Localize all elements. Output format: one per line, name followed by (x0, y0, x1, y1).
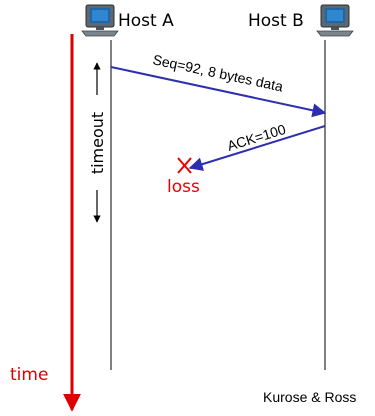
computer-icon-host-a (81, 4, 119, 37)
ack-message-label: ACK=100 (225, 121, 288, 154)
host-b-label: Host B (248, 11, 304, 31)
loss-x-icon (177, 157, 192, 174)
seq-message-label: Seq=92, 8 bytes data (151, 51, 284, 94)
timeout-label: timeout (88, 112, 107, 174)
seq-message-arrow (110, 66, 327, 118)
credit-label: Kurose & Ross (263, 389, 356, 405)
host-a-label: Host A (118, 11, 174, 31)
ack-message-arrow (188, 125, 326, 171)
loss-label: loss (167, 177, 200, 197)
computer-icon-host-b (316, 4, 354, 37)
time-label: time (10, 365, 48, 385)
